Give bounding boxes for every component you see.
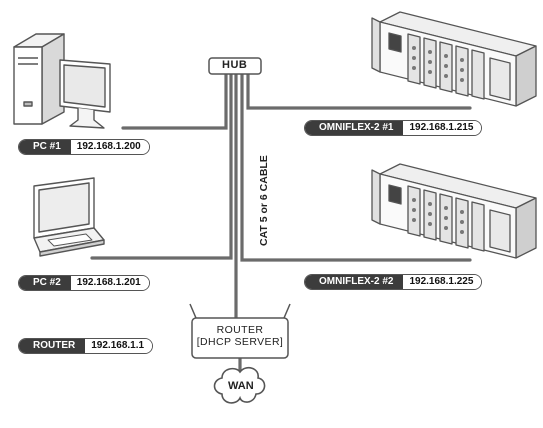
omniflex2-name: OMNIFLEX-2 #2 bbox=[305, 275, 404, 289]
hub-box bbox=[208, 57, 262, 75]
router-icon bbox=[189, 303, 291, 359]
wan-label: WAN bbox=[228, 380, 254, 392]
network-cables bbox=[90, 72, 472, 374]
pc2-icon bbox=[33, 177, 105, 257]
pc1-ip: 192.168.1.200 bbox=[70, 140, 149, 154]
omniflex1-ip: 192.168.1.215 bbox=[403, 121, 482, 135]
omniflex1-icon bbox=[371, 11, 537, 107]
cable-pc2 bbox=[90, 72, 233, 260]
omniflex1-tag: OMNIFLEX-2 #1 192.168.1.215 bbox=[304, 120, 483, 136]
router-tag: ROUTER 192.168.1.1 bbox=[18, 338, 154, 354]
cable-omniflex1 bbox=[246, 72, 472, 110]
cable-omniflex2 bbox=[240, 72, 472, 262]
cable-label: CAT 5 or 6 CABLE bbox=[258, 155, 270, 246]
pc2-name: PC #2 bbox=[19, 276, 71, 290]
omniflex1-name: OMNIFLEX-2 #1 bbox=[305, 121, 404, 135]
pc2-ip: 192.168.1.201 bbox=[70, 276, 149, 290]
wan-cloud-icon bbox=[213, 366, 266, 404]
pc1-name: PC #1 bbox=[19, 140, 71, 154]
router-ip: 192.168.1.1 bbox=[85, 339, 153, 353]
omniflex2-icon bbox=[371, 163, 537, 259]
cable-pc1 bbox=[121, 72, 228, 130]
router-name: ROUTER bbox=[19, 339, 86, 353]
router-label: ROUTER [DHCP SERVER] bbox=[192, 324, 288, 348]
router-label-line1: ROUTER bbox=[216, 324, 264, 336]
router-label-line2: [DHCP SERVER] bbox=[196, 336, 284, 348]
omniflex2-ip: 192.168.1.225 bbox=[403, 275, 482, 289]
hub-label: HUB bbox=[222, 59, 248, 71]
pc1-icon bbox=[13, 33, 111, 129]
pc1-tag: PC #1 192.168.1.200 bbox=[18, 139, 150, 155]
omniflex2-tag: OMNIFLEX-2 #2 192.168.1.225 bbox=[304, 274, 483, 290]
pc2-tag: PC #2 192.168.1.201 bbox=[18, 275, 150, 291]
